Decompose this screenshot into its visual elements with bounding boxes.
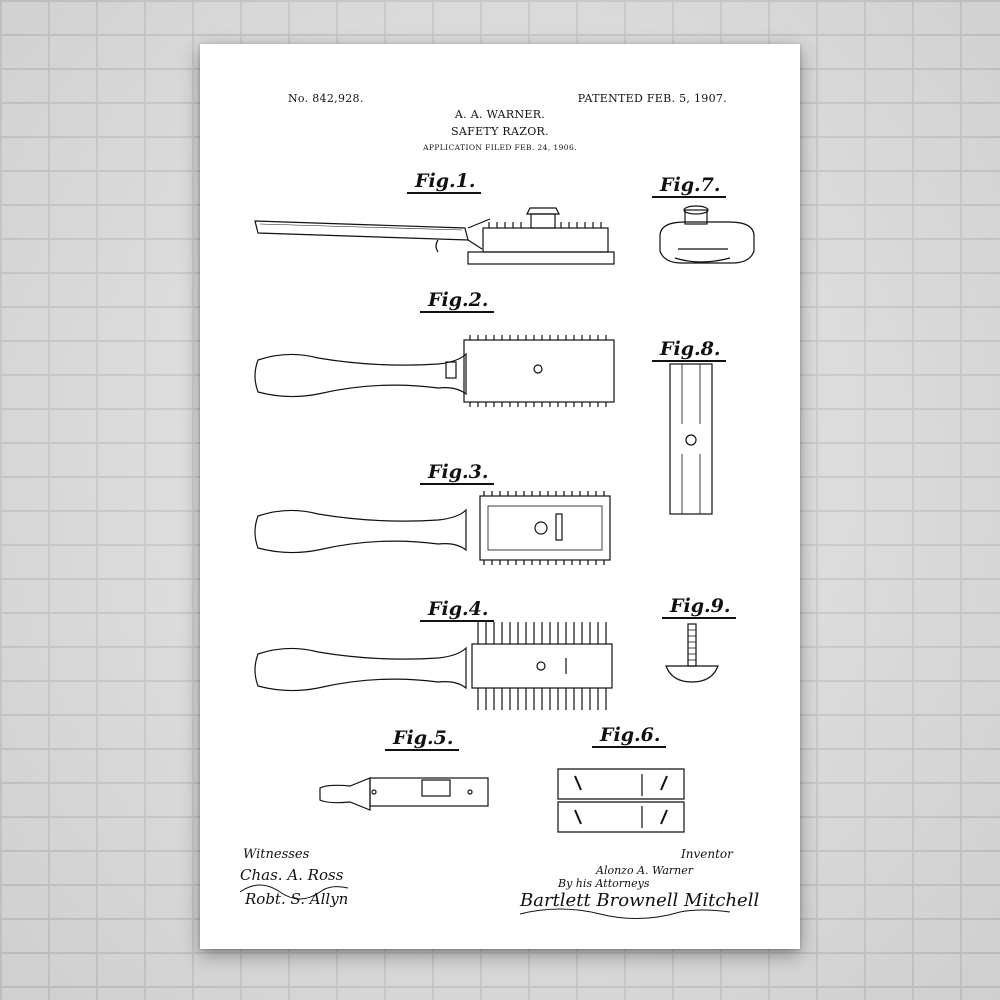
fig8-plate <box>669 363 713 515</box>
fig6-blades <box>557 768 685 833</box>
fig1-label: Fig.1. <box>406 170 482 194</box>
witness-signature-2: Robt. S. Allyn <box>245 890 349 908</box>
witness-flourish <box>239 884 349 900</box>
fig2-handle-head <box>254 335 615 407</box>
fig2-label: Fig.2. <box>419 289 495 313</box>
fig7-end-view <box>659 205 755 264</box>
fig5-label: Fig.5. <box>384 727 460 751</box>
inventor-label: Inventor <box>681 847 733 861</box>
fig3-handle-blade <box>254 491 611 565</box>
fig1-side-view <box>254 207 615 265</box>
patent-title: SAFETY RAZOR. <box>451 125 549 138</box>
patent-number: No. 842,928. <box>288 92 364 105</box>
fig8-label: Fig.8. <box>651 338 727 362</box>
attorney-flourish <box>519 908 731 919</box>
witness-signature-1: Chas. A. Ross <box>240 866 344 884</box>
inventor-name: Alonzo A. Warner <box>596 864 694 877</box>
fig5-holder <box>319 777 489 811</box>
fig3-label: Fig.3. <box>419 461 495 485</box>
fig9-label: Fig.9. <box>661 595 737 619</box>
patent-poster: No. 842,928. PATENTED FEB. 5, 1907. A. A… <box>200 44 800 949</box>
fig7-label: Fig.7. <box>651 174 727 198</box>
application-filed: APPLICATION FILED FEB. 24, 1906. <box>423 143 577 152</box>
patent-drawings <box>239 205 755 919</box>
fig6-label: Fig.6. <box>591 724 667 748</box>
attorney-signature: Bartlett Brownell Mitchell <box>520 890 760 911</box>
fig4-handle-guard <box>254 622 613 710</box>
fig9-screw <box>665 623 719 683</box>
witnesses-label: Witnesses <box>243 847 310 862</box>
attorneys-label: By his Attorneys <box>558 877 650 890</box>
inventor-header: A. A. WARNER. <box>454 108 546 121</box>
patent-date: PATENTED FEB. 5, 1907. <box>577 92 727 105</box>
fig4-label: Fig.4. <box>419 598 495 622</box>
